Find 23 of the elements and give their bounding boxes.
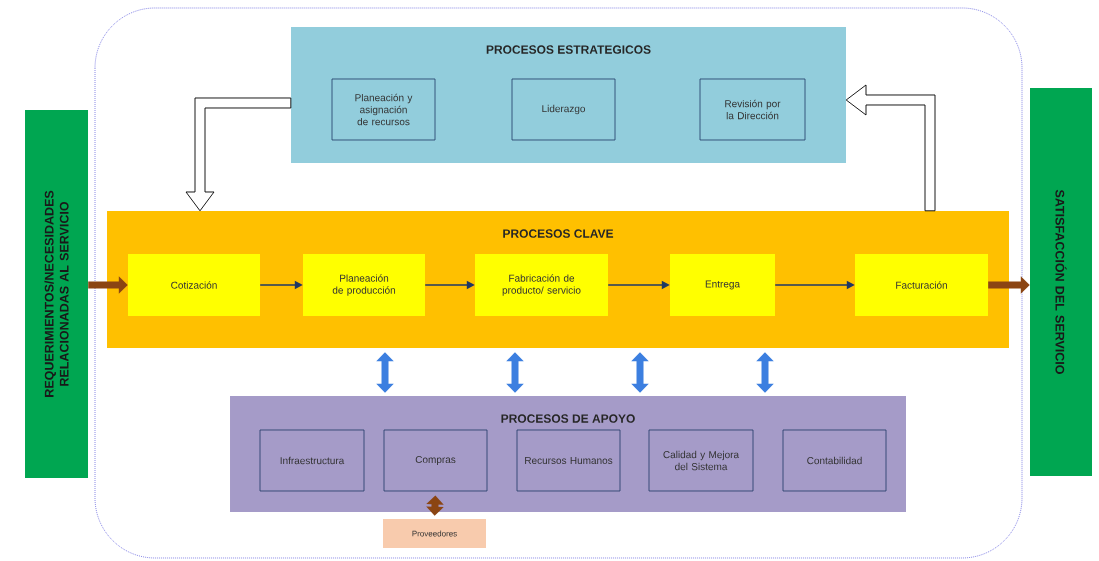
process-box: Planeación de producción bbox=[303, 254, 425, 316]
double-arrow bbox=[506, 352, 524, 393]
double-arrow bbox=[426, 495, 444, 516]
process-box: Cotización bbox=[128, 254, 260, 316]
process-box: Revisión por la Dirección bbox=[699, 78, 806, 141]
process-box: Liderazgo bbox=[511, 78, 616, 141]
process-box: Entrega bbox=[670, 254, 775, 316]
process-box: Fabricación de producto/ servicio bbox=[475, 254, 608, 316]
side-banner: SATISFACCIÓN DEL SERVICIO bbox=[1030, 88, 1092, 476]
process-box: Infraestructura bbox=[259, 429, 365, 492]
block-arrow bbox=[845, 84, 936, 212]
small-box: Proveedores bbox=[383, 519, 486, 548]
process-box: Planeación y asignación de recursos bbox=[331, 78, 436, 141]
double-arrow bbox=[631, 352, 649, 393]
process-box: Contabilidad bbox=[782, 429, 887, 492]
side-banner: REQUERIMIENTOS/NECESIDADES RELACIONADAS AL SERVICIO bbox=[25, 110, 88, 478]
process-box: Facturación bbox=[855, 254, 988, 316]
double-arrow bbox=[756, 352, 774, 393]
double-arrow bbox=[376, 352, 394, 393]
block-arrow bbox=[185, 97, 292, 212]
process-box: Compras bbox=[383, 429, 488, 492]
process-box: Calidad y Mejora del Sistema bbox=[648, 429, 754, 492]
process-box: Recursos Humanos bbox=[516, 429, 621, 492]
